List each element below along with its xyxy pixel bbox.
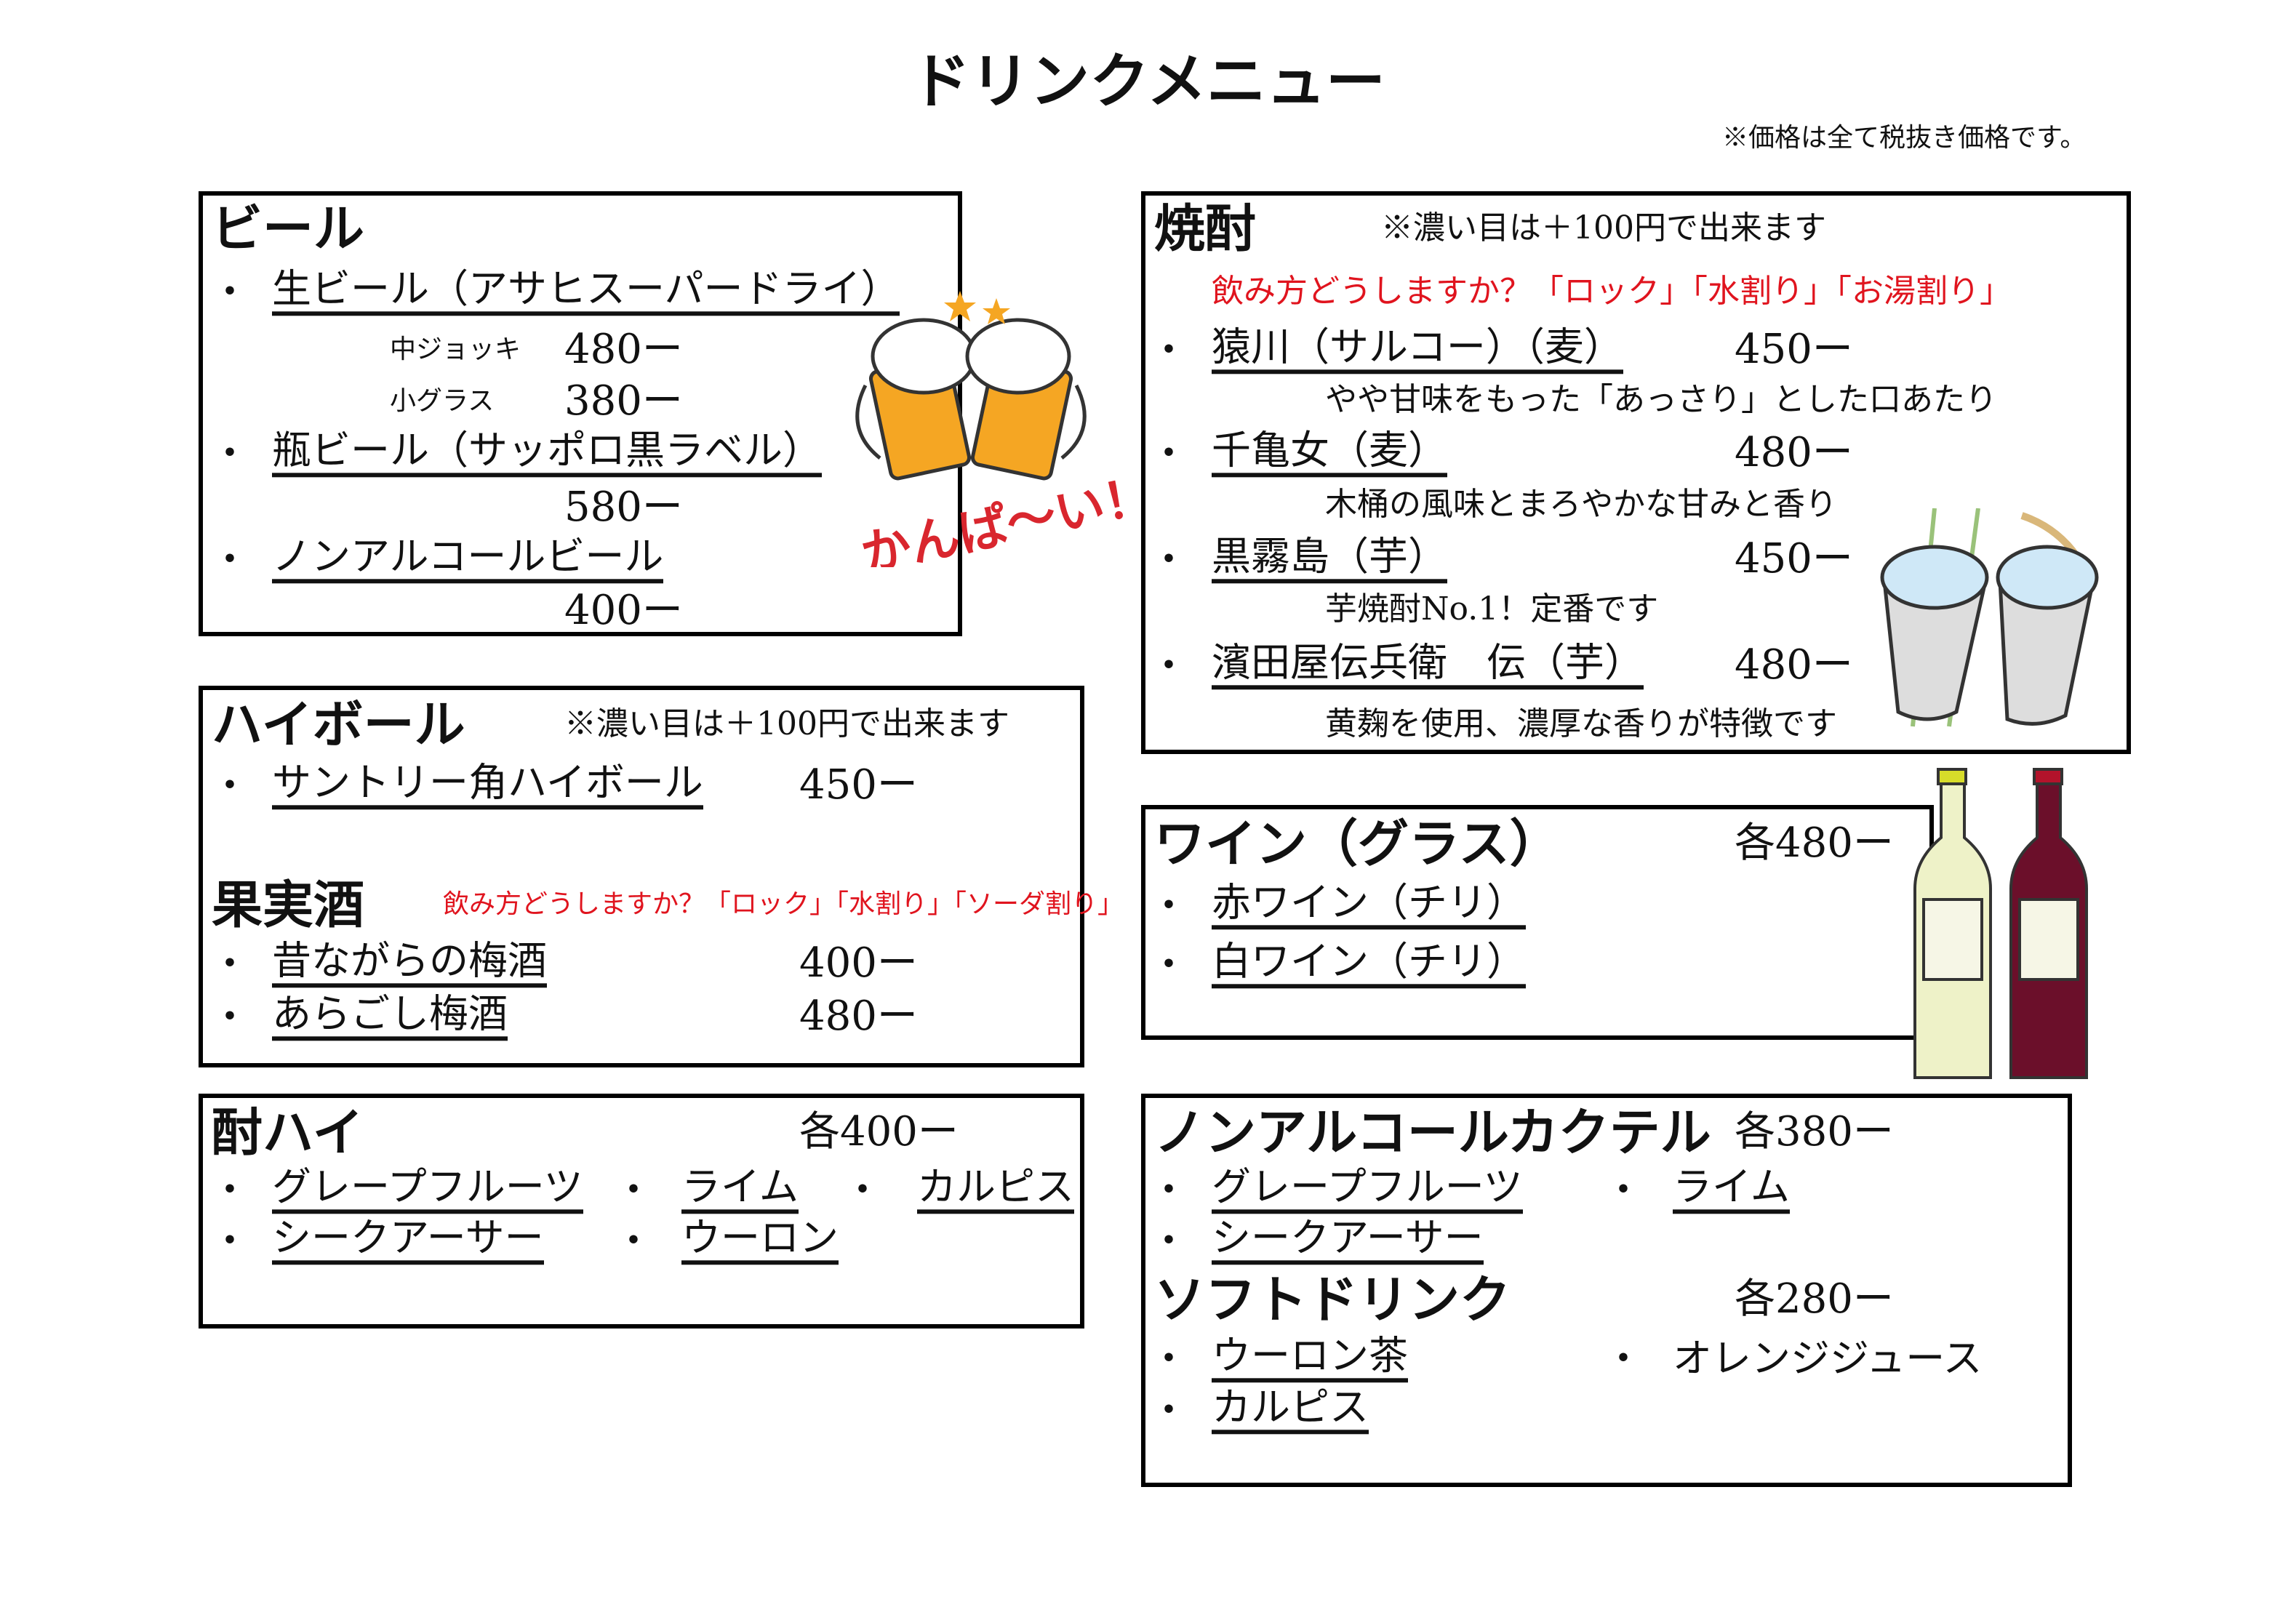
wine-heading: ワイン（グラス） [1154, 813, 1561, 874]
nonalc-item: シークアーサー [1212, 1216, 1484, 1265]
shochu-section: 焼酎 ※濃い目は＋100円で出来ます 飲み方どうしますか？「ロック」「水割り」「… [1141, 191, 2131, 754]
fruit-wine-item: あらごし梅酒 [272, 992, 508, 1041]
price: 各480ー [1735, 819, 1894, 867]
price: 480ー [564, 326, 683, 374]
bullet: ・ [843, 1166, 882, 1213]
highball-section: ハイボール ※濃い目は＋100円で出来ます ・ サントリー角ハイボール 450ー… [199, 686, 1124, 1067]
price: 450ー [1735, 326, 1853, 374]
bullet: ・ [1149, 1217, 1188, 1264]
wine-section: ワイン（グラス） 各480ー ・ 赤ワイン（チリ） ・ 白ワイン（チリ） [1141, 805, 1934, 1040]
chuhai-item: カルピス [917, 1165, 1074, 1214]
bullet: ・ [1149, 536, 1188, 582]
bullet: ・ [210, 993, 249, 1040]
shochu-item: 濱田屋伝兵衛 伝（芋） [1212, 641, 1644, 690]
price: 各280ー [1735, 1275, 1894, 1323]
soft-drink-item: ウーロン茶 [1212, 1334, 1408, 1383]
shochu-item: 猿川（サルコー）（麦） [1212, 325, 1623, 374]
tax-note: ※価格は全て税抜き価格です。 [1722, 123, 2087, 153]
shochu-note: ※濃い目は＋100円で出来ます [1381, 209, 1826, 247]
price: 400ー [564, 587, 683, 635]
beer-mug-icon: かんぱ〜い！ [855, 291, 1159, 584]
shochu-style-note: 飲み方どうしますか？「ロック」「水割り」「お湯割り」 [1212, 272, 2012, 310]
price: 450ー [1735, 535, 1853, 583]
bullet: ・ [210, 430, 249, 476]
bullet: ・ [1149, 326, 1188, 373]
soft-drink-item: オレンジジュース [1673, 1335, 1983, 1382]
beer-item-draft: 生ビール（アサヒスーパードライ） [272, 267, 900, 316]
price: 400ー [799, 939, 918, 987]
price: 580ー [564, 484, 683, 532]
chuhai-item: ライム [681, 1165, 799, 1214]
bullet: ・ [614, 1166, 653, 1213]
highball-item: サントリー角ハイボール [272, 761, 703, 810]
bullet: ・ [1149, 1335, 1188, 1382]
size-label: 中ジョッキ [390, 334, 521, 365]
shochu-glasses-illustration [1876, 508, 2116, 741]
bullet: ・ [1604, 1335, 1643, 1382]
shochu-desc: やや甘味をもった「あっさり」とした口あたり [1325, 380, 1997, 418]
bullet: ・ [1149, 430, 1188, 476]
beer-mugs-illustration: かんぱ〜い！ [844, 276, 1178, 584]
nonalc-item: ライム [1673, 1165, 1790, 1214]
beer-item-bottle: 瓶ビール（サッポロ黒ラベル） [272, 428, 822, 478]
chuhai-heading: 酎ハイ [212, 1102, 364, 1163]
beer-item-nonalc: ノンアルコールビール [272, 534, 664, 584]
bullet: ・ [210, 762, 249, 809]
shochu-glass-icon [1880, 508, 2099, 727]
bullet: ・ [1149, 1166, 1188, 1213]
shochu-desc: 木桶の風味とまろやかな甘みと香り [1325, 485, 1837, 523]
wine-bottle-icon [1913, 768, 2088, 1079]
price: 各400ー [799, 1108, 959, 1156]
bullet: ・ [1149, 882, 1188, 929]
bullet: ・ [210, 1166, 249, 1213]
shochu-heading: 焼酎 [1154, 198, 1256, 259]
shochu-desc: 黄麹を使用、濃厚な香りが特徴です [1325, 705, 1837, 742]
chuhai-item: グレープフルーツ [272, 1165, 583, 1214]
highball-heading: ハイボール [212, 694, 465, 755]
bullet: ・ [614, 1217, 653, 1264]
soft-drink-heading: ソフトドリンク [1154, 1269, 1511, 1330]
bullet: ・ [210, 1217, 249, 1264]
wine-item: 赤ワイン（チリ） [1212, 881, 1526, 930]
highball-note: ※濃い目は＋100円で出来ます [564, 705, 1009, 742]
bullet: ・ [210, 268, 249, 315]
nonalc-item: グレープフルーツ [1212, 1165, 1523, 1214]
beer-heading: ビール [212, 198, 364, 259]
bullet: ・ [210, 940, 249, 987]
chuhai-item: シークアーサー [272, 1216, 544, 1265]
price: 480ー [1735, 429, 1853, 477]
fruit-wine-item: 昔ながらの梅酒 [272, 939, 547, 988]
shochu-item: 千亀女（麦） [1212, 428, 1447, 478]
kanpai-text: かんぱ〜い！ [856, 465, 1159, 567]
price: 450ー [799, 761, 918, 809]
wine-bottles-illustration [1909, 765, 2113, 1085]
shochu-item: 黒霧島（芋） [1212, 534, 1447, 584]
chuhai-section: 酎ハイ 各400ー ・ グレープフルーツ ・ ライム ・ カルピス ・ シークア… [199, 1094, 1084, 1329]
chuhai-item: ウーロン [681, 1216, 839, 1265]
bullet: ・ [1149, 941, 1188, 987]
price: 480ー [1735, 641, 1853, 689]
price: 380ー [564, 377, 683, 425]
nonalc-soft-section: ノンアルコールカクテル 各380ー ・ グレープフルーツ ・ ライム ・ シーク… [1141, 1094, 2072, 1487]
shochu-desc: 芋焼酎No.1！定番です [1325, 590, 1659, 628]
soft-drink-item: カルピス [1212, 1385, 1369, 1435]
nonalc-heading: ノンアルコールカクテル [1154, 1102, 1711, 1163]
size-label: 小グラス [390, 386, 495, 417]
bullet: ・ [1604, 1166, 1643, 1213]
wine-item: 白ワイン（チリ） [1212, 939, 1526, 989]
page-title: ドリンクメニュー [911, 47, 1385, 116]
bullet: ・ [210, 536, 249, 582]
fruit-wine-heading: 果実酒 [212, 874, 364, 935]
beer-section: ビール ・ 生ビール（アサヒスーパードライ） 中ジョッキ 480ー 小グラス 3… [199, 191, 962, 636]
bullet: ・ [1149, 642, 1188, 689]
fruit-wine-note: 飲み方どうしますか？「ロック」「水割り」「ソーダ割り」 [443, 889, 1124, 920]
bullet: ・ [1149, 1387, 1188, 1433]
price: 480ー [799, 993, 918, 1041]
price: 各380ー [1735, 1108, 1894, 1156]
